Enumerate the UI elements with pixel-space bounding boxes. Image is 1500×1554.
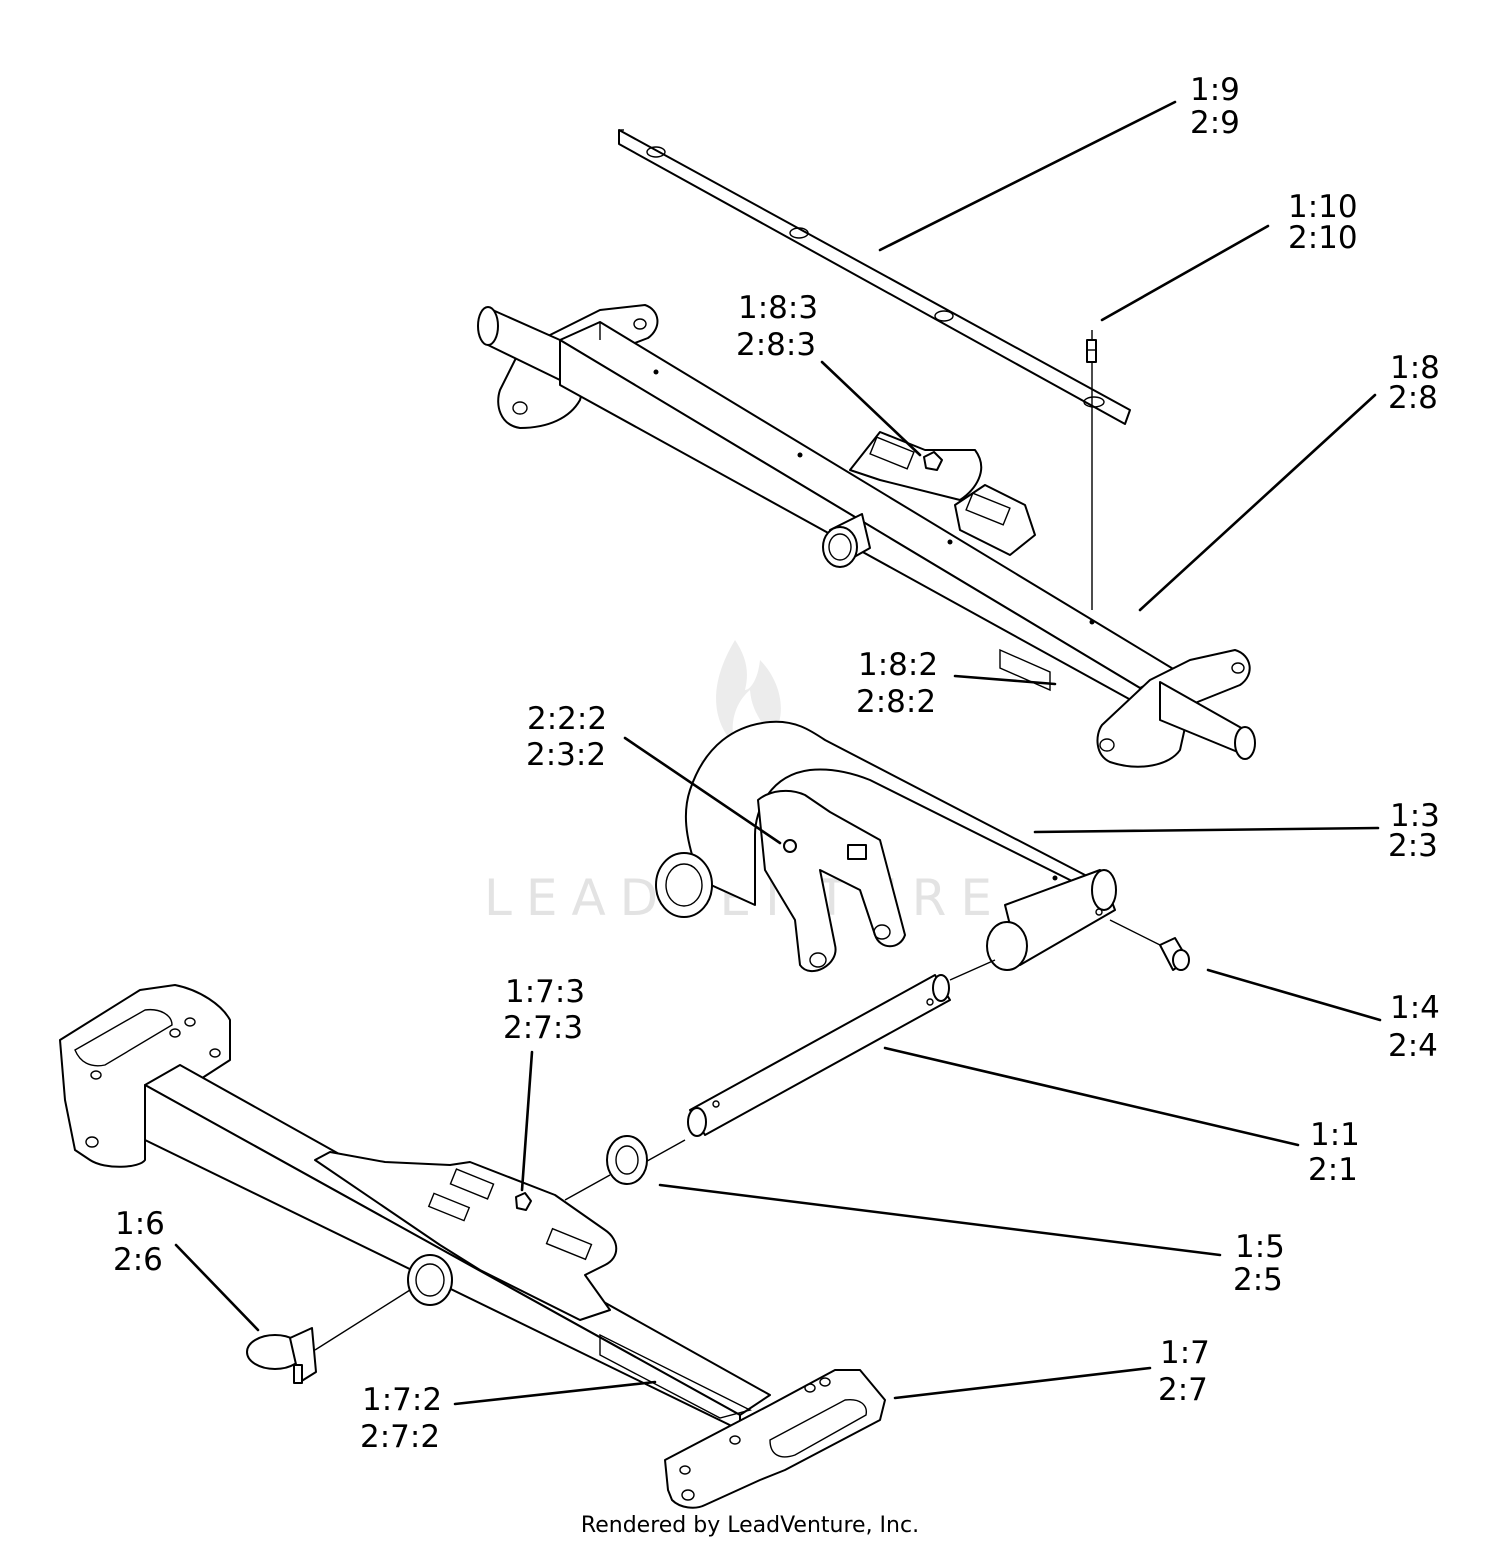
leader-lines [174, 100, 1382, 1406]
callout-1-9: 1:9 [1190, 72, 1240, 108]
callout-2-5: 2:5 [1233, 1262, 1283, 1298]
callout-1-8: 1:8 [1390, 350, 1440, 386]
callout-1-7: 1:7 [1160, 1335, 1210, 1371]
callout-2-4: 2:4 [1388, 1028, 1438, 1064]
callout-1-3: 1:3 [1390, 798, 1440, 834]
callout-1-7-3: 1:7:3 [505, 974, 585, 1010]
callout-2-7-2: 2:7:2 [360, 1419, 440, 1455]
callout-1-7-2: 1:7:2 [362, 1382, 442, 1418]
lower-frame-part[interactable] [59, 984, 886, 1509]
swing-arm-part[interactable] [655, 720, 1117, 972]
callout-2-7-3: 2:7:3 [503, 1010, 583, 1046]
callout-2-8: 2:8 [1388, 380, 1438, 416]
callout-2-8-3: 2:8:3 [736, 327, 816, 363]
flat-bar-part[interactable] [618, 129, 1131, 425]
upper-frame-part[interactable] [477, 304, 1256, 768]
pivot-shaft-part[interactable] [687, 959, 996, 1137]
callout-1-5: 1:5 [1235, 1229, 1285, 1265]
bolt-part[interactable] [1109, 919, 1190, 971]
callout-2-2-2: 2:2:2 [527, 701, 607, 737]
callout-1-8-2: 1:8:2 [858, 647, 938, 683]
callout-1-6: 1:6 [115, 1206, 165, 1242]
callout-2-6: 2:6 [113, 1242, 163, 1278]
callout-1-1: 1:1 [1310, 1117, 1360, 1153]
callout-2-3: 2:3 [1388, 828, 1438, 864]
callout-1-8-3: 1:8:3 [738, 290, 818, 326]
callout-2-7: 2:7 [1158, 1372, 1208, 1408]
grease-fitting-upper[interactable] [923, 451, 943, 471]
grease-fitting-lower[interactable] [515, 1192, 532, 1211]
callout-2-1: 2:1 [1308, 1152, 1358, 1188]
callout-2-10: 2:10 [1288, 220, 1358, 256]
footer-credit: Rendered by LeadVenture, Inc. [580, 1513, 920, 1538]
small-pin-part[interactable] [1086, 330, 1097, 610]
callout-2-3-2: 2:3:2 [526, 737, 606, 773]
callout-1-4: 1:4 [1390, 990, 1440, 1026]
callout-labels: 1:9 2:9 1:10 2:10 1:8:3 2:8:3 1:8 2:8 1:… [113, 72, 1440, 1455]
callout-2-8-2: 2:8:2 [856, 684, 936, 720]
lynch-pin-part[interactable] [246, 1289, 411, 1384]
callout-1-10: 1:10 [1288, 189, 1358, 225]
callout-2-9: 2:9 [1190, 105, 1240, 141]
washer-part[interactable] [564, 1135, 686, 1201]
